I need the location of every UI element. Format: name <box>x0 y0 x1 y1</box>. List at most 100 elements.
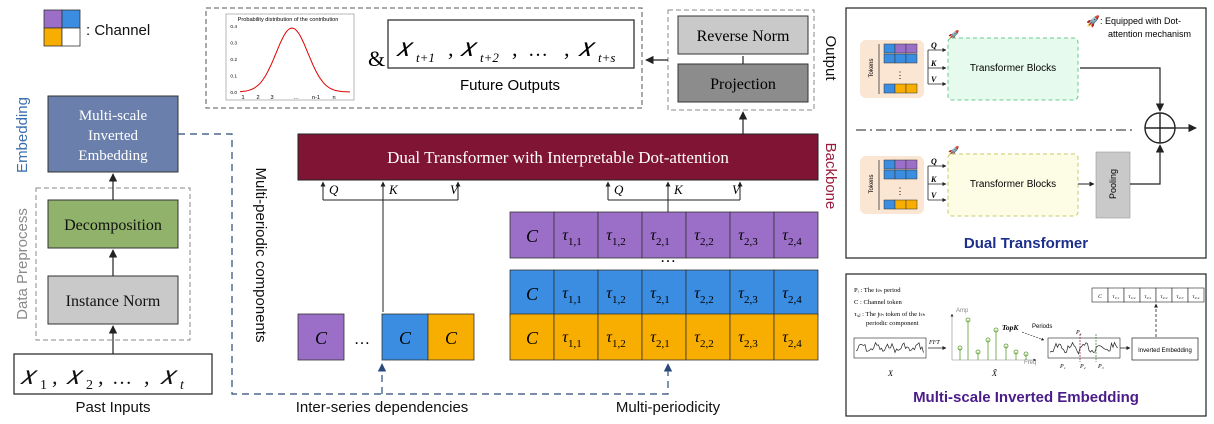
dt-token-dots-upper: ⋮ <box>896 70 905 80</box>
token-cell-blue-4 <box>685 269 731 317</box>
prob-xtick-4: n-1 <box>312 95 320 101</box>
token-cell-purple-5 <box>729 211 775 259</box>
future-sub3: t+s <box>598 50 615 65</box>
token-label-orange-4: τ2,2 <box>694 329 713 350</box>
channel-token-orange-label: C <box>445 328 458 348</box>
future-comma2: , <box>512 36 518 61</box>
preprocess-section-label: Data Preprocess <box>14 208 31 320</box>
embedding-line2: Inverted <box>88 128 138 144</box>
msie-token-label-4: τ₂,₂ <box>1160 294 1167 300</box>
future-x1: 𝑥 <box>396 33 415 62</box>
token-label-purple-6: τ2,4 <box>782 227 802 248</box>
token-cell-blue-0 <box>509 269 555 317</box>
msie-inverted-embedding-box <box>1131 337 1199 361</box>
future-comma3: , <box>564 36 570 61</box>
msie-stem-head-0 <box>957 345 963 351</box>
past-comma2: , <box>98 364 104 389</box>
msie-legend: Pᵢ : The iₜₕ period C : Channel token τᵢ… <box>854 287 925 327</box>
dt-token-lower-0-1 <box>894 159 907 170</box>
dt-qkv-label-upper-0: Q <box>931 41 937 50</box>
msie-title: Multi-scale Inverted Embedding <box>913 389 1139 406</box>
token-label-purple-1: τ1,1 <box>562 227 581 248</box>
dt-qkv-label-lower-2: V <box>931 191 937 200</box>
backbone-title: Dual Transformer with Interpretable Dot-… <box>387 148 729 167</box>
qkv-right: Q K V <box>605 181 743 212</box>
right-q: Q <box>614 182 624 197</box>
future-ellipsis: … <box>528 39 548 61</box>
token-cell-orange-1 <box>553 313 599 361</box>
dt-transformer-blocks-label-lower: Transformer Blocks <box>970 179 1056 190</box>
msie-stem-head-7 <box>1023 351 1029 357</box>
msie-freq-label: Freq <box>1024 360 1036 366</box>
prob-xtick-2: 3 <box>270 95 273 101</box>
past-sub1: 1 <box>40 378 47 393</box>
channel-token-ellipsis: … <box>354 331 370 348</box>
future-ampersand: & <box>368 46 385 71</box>
right-k: K <box>673 182 684 197</box>
instance-norm-label: Instance Norm <box>66 293 161 310</box>
channel-legend: : Channel <box>43 9 150 47</box>
msie-legend-channel: C : Channel token <box>854 299 903 306</box>
token-cell-blue-3 <box>641 269 687 317</box>
msie-series-frame <box>853 337 927 359</box>
msie-legend-token: τᵢ,ⱼ : The jₜₕ token of the iₜₕ <box>854 311 925 318</box>
channel-token-blue <box>381 313 429 361</box>
dt-token-lower-0-0 <box>883 159 896 170</box>
dt-transformer-blocks-box-lower <box>947 153 1079 217</box>
token-cell-orange-5 <box>729 313 775 361</box>
decomposition-box <box>47 199 179 249</box>
inter-series-label: Inter-series dependencies <box>296 399 469 416</box>
channel-token-orange <box>427 313 475 361</box>
msie-xtilde-label: X̃ <box>991 369 998 378</box>
msie-x-label: X <box>887 369 894 378</box>
dt-rocket-icon-lower: 🚀 <box>948 145 959 156</box>
token-label-blue-channel: C <box>526 284 539 304</box>
channel-token-blue-label: C <box>399 328 412 348</box>
token-label-blue-6: τ2,4 <box>782 285 802 306</box>
token-label-blue-1: τ1,1 <box>562 285 581 306</box>
token-label-purple-2: τ1,2 <box>606 227 625 248</box>
msie-token-label-6: τ₂,₄ <box>1192 294 1199 300</box>
output-section-label: Output <box>822 35 839 81</box>
dt-rocket-icon: 🚀 <box>1086 15 1100 28</box>
msie-p3: P₃ <box>1097 364 1104 370</box>
prob-ytick-2: 0.2 <box>230 57 237 63</box>
token-label-blue-3: τ2,1 <box>650 285 669 306</box>
prob-xtick-0: 1 <box>241 95 244 101</box>
msie-stem-head-5 <box>1003 343 1009 349</box>
token-label-purple-3: τ2,1 <box>650 227 669 248</box>
past-comma1: , <box>52 364 58 389</box>
token-cell-purple-1 <box>553 211 599 259</box>
dt-qkv-label-lower-0: Q <box>931 157 937 166</box>
token-cell-orange-2 <box>597 313 643 361</box>
left-v: V <box>450 182 460 197</box>
prob-xtick-1: 2 <box>256 95 259 101</box>
past-inputs-box <box>13 353 213 395</box>
legend-channel-label: : Channel <box>86 22 150 39</box>
msie-p1: P₁ <box>1059 364 1066 370</box>
token-cell-orange-6 <box>773 313 819 361</box>
token-label-blue-5: τ2,3 <box>738 285 758 306</box>
dt-tokens-label-lower: Tokens <box>869 174 875 193</box>
token-cell-blue-5 <box>729 269 775 317</box>
dt-qkv-label-upper-2: V <box>931 75 937 84</box>
embedding-section-label: Embedding <box>14 97 31 173</box>
dt-token-lower-2-0 <box>883 199 896 210</box>
token-cell-purple-4 <box>685 211 731 259</box>
msie-time-series <box>855 341 924 354</box>
prob-xtick-5: n <box>332 95 335 101</box>
token-label-purple-channel: C <box>526 226 539 246</box>
dt-token-upper-2-2 <box>905 83 918 94</box>
future-outputs-label: Future Outputs <box>460 77 560 94</box>
past-inputs-formula: 𝑥 1 , 𝑥 2 , … , 𝑥 t <box>20 361 185 393</box>
dt-qkv-label-lower-1: K <box>930 175 937 184</box>
past-comma3: , <box>144 364 150 389</box>
msie-fft-label: FFT <box>928 340 940 346</box>
token-rows-ellipsis: … <box>660 249 676 266</box>
msie-periodic-series <box>1049 341 1118 355</box>
token-cell-blue-2 <box>597 269 643 317</box>
channel-tokens: C … C C <box>297 313 475 361</box>
legend-swatch-purple <box>43 9 63 29</box>
